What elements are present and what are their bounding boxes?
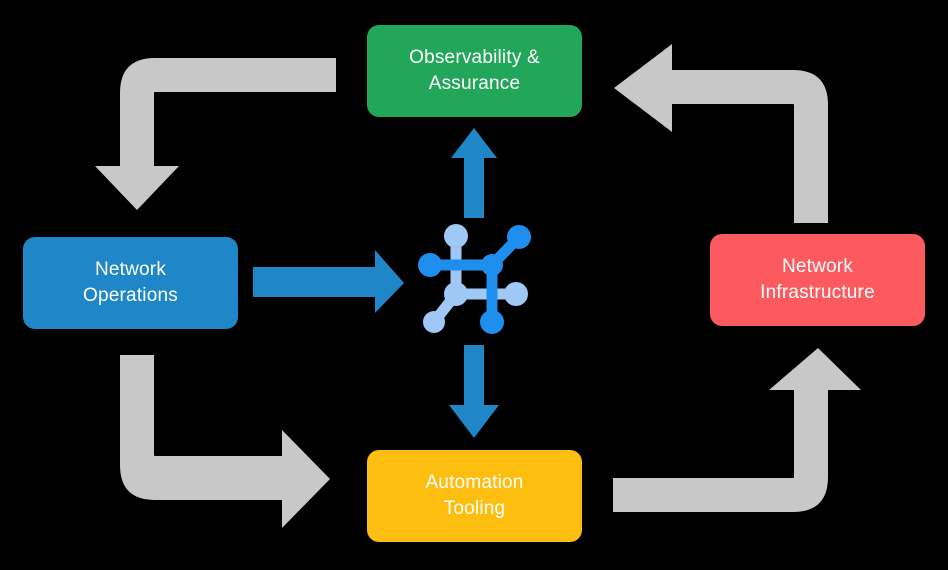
connector-center-to-automation-tooling [449,345,499,438]
network-topology-icon [418,222,532,336]
node-automation-tooling[interactable]: Automation Tooling [367,450,582,542]
node-label-network-operations: Network Operations [83,259,178,306]
node-network-operations[interactable]: Network Operations [23,237,238,329]
connector-center-to-observability [451,128,497,218]
connector-network-infrastructure-to-observability [614,44,828,223]
connector-network-operations-to-automation-tooling [120,355,330,528]
node-network-infrastructure[interactable]: Network Infrastructure [710,234,925,326]
node-label-network-infrastructure: Network Infrastructure [760,256,875,303]
connector-observability-to-network-operations [95,58,336,210]
connector-automation-tooling-to-network-infrastructure [613,348,861,512]
network-nodes-primary [418,225,531,334]
network-nodes-secondary [423,224,528,333]
node-label-observability-assurance: Observability & Assurance [409,47,540,94]
connector-network-operations-to-center [253,250,404,313]
node-observability-assurance[interactable]: Observability & Assurance [367,25,582,117]
node-label-automation-tooling: Automation Tooling [425,472,524,519]
network-topology-icon-svg [418,224,531,334]
